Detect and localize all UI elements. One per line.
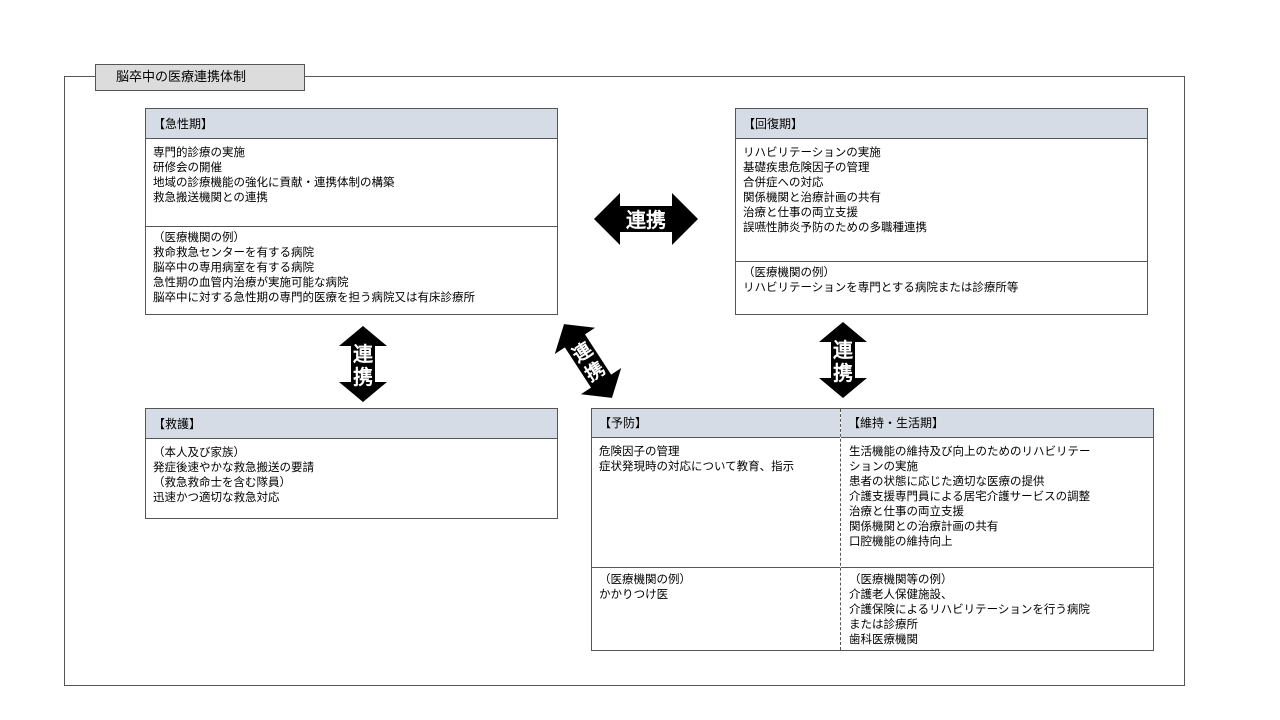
prevention-item: 症状発現時の対応について教育、指示 (599, 459, 795, 473)
acute-example: （医療機関の例） (153, 230, 245, 244)
recovery-example: リハビリテーションを専門とする病院または診療所等 (743, 280, 1019, 294)
acute-example: 急性期の血管内治療が実施可能な病院 (153, 275, 349, 289)
acute-item: 地域の診療機能の強化に貢献・連携体制の構築 (153, 175, 395, 189)
arrow-label: 連携 (626, 208, 666, 232)
maintenance-item: ションの実施 (849, 459, 918, 473)
prevention-examples: （医療機関の例） かかりつけ医 (592, 567, 840, 602)
maintenance-item: 患者の状態に応じた適切な医療の提供 (849, 474, 1045, 488)
arrow-label: 携 (833, 361, 853, 385)
acute-phase-header: 【急性期】 (146, 109, 557, 139)
acute-example: 脳卒中の専用病室を有する病院 (153, 260, 314, 274)
rescue-item: （救急救命士を含む隊員） (153, 475, 291, 489)
recovery-item: リハビリテーションの実施 (743, 145, 881, 159)
prevention-item: 危険因子の管理 (599, 444, 680, 458)
maintenance-example: 介護保険によるリハビリテーションを行う病院 (849, 602, 1090, 616)
double-arrow-icon (594, 193, 698, 245)
rescue-header: 【救護】 (146, 409, 557, 439)
prevention-example: かかりつけ医 (599, 587, 669, 601)
acute-example: 救命救急センターを有する病院 (153, 245, 314, 259)
arrow-label: 連 (353, 342, 374, 366)
prevention-header: 【予防】 (592, 409, 840, 438)
maintenance-example: 歯科医療機関 (849, 632, 918, 646)
arrow-label: 連 (833, 338, 854, 362)
recovery-phase-header: 【回復期】 (736, 109, 1147, 139)
acute-rescue-arrow: 連 携 (339, 326, 387, 402)
maintenance-item: 生活機能の維持及び向上のためのリハビリテー (849, 444, 1091, 458)
recovery-item: 関係機関と治療計画の共有 (743, 190, 881, 204)
acute-maintenance-arrow: 連 携 (554, 324, 622, 398)
acute-recovery-arrow: 連携 (594, 193, 698, 245)
prevention-maintenance-box: 【予防】 危険因子の管理 症状発現時の対応について教育、指示 （医療機関の例） … (591, 408, 1154, 651)
maintenance-example: または診療所 (849, 617, 918, 631)
recovery-item: 基礎疾患危険因子の管理 (743, 160, 870, 174)
double-arrow-icon (819, 322, 867, 398)
double-arrow-icon (339, 326, 387, 402)
rescue-item: （本人及び家族） (153, 445, 245, 459)
rescue-item: 発症後速やかな救急搬送の要請 (153, 460, 314, 474)
acute-example: 脳卒中に対する急性期の専門的医療を担う病院又は有床診療所 (153, 290, 475, 304)
maintenance-example: （医療機関等の例） (849, 572, 953, 586)
prevention-functions: 危険因子の管理 症状発現時の対応について教育、指示 (592, 438, 840, 567)
maintenance-functions: 生活機能の維持及び向上のためのリハビリテー ションの実施 患者の状態に応じた適切… (841, 438, 1153, 567)
acute-item: 研修会の開催 (153, 160, 222, 174)
acute-item: 専門的診療の実施 (153, 145, 245, 159)
recovery-item: 合併症への対応 (743, 175, 824, 189)
recovery-phase-examples: （医療機関の例） リハビリテーションを専門とする病院または診療所等 (736, 261, 1147, 295)
recovery-item: 誤嚥性肺炎予防のための多職種連携 (743, 220, 927, 234)
maintenance-item: 関係機関との治療計画の共有 (849, 519, 999, 533)
maintenance-item: 口腔機能の維持向上 (849, 534, 953, 548)
rescue-item: 迅速かつ適切な救急対応 (153, 490, 280, 504)
diagram-frame (64, 76, 1185, 686)
maintenance-header: 【維持・生活期】 (841, 409, 1153, 438)
rescue-items: （本人及び家族） 発症後速やかな救急搬送の要請 （救急救命士を含む隊員） 迅速か… (146, 439, 557, 505)
maintenance-column: 【維持・生活期】 生活機能の維持及び向上のためのリハビリテー ションの実施 患者… (840, 409, 1153, 650)
recovery-item: 治療と仕事の両立支援 (743, 205, 858, 219)
double-arrow-icon (554, 324, 622, 398)
recovery-example: （医療機関の例） (743, 265, 835, 279)
acute-phase-box: 【急性期】 専門的診療の実施 研修会の開催 地域の診療機能の強化に貢献・連携体制… (145, 108, 558, 315)
acute-item: 救急搬送機関との連携 (153, 190, 268, 204)
recovery-maintenance-arrow: 連 携 (819, 322, 867, 398)
prevention-example: （医療機関の例） (599, 572, 691, 586)
acute-phase-examples: （医療機関の例） 救命救急センターを有する病院 脳卒中の専用病室を有する病院 急… (146, 226, 557, 305)
maintenance-examples: （医療機関等の例） 介護老人保健施設、 介護保険によるリハビリテーションを行う病… (841, 567, 1153, 647)
maintenance-item: 治療と仕事の両立支援 (849, 504, 964, 518)
acute-phase-functions: 専門的診療の実施 研修会の開催 地域の診療機能の強化に貢献・連携体制の構築 救急… (146, 139, 557, 226)
maintenance-example: 介護老人保健施設、 (849, 587, 953, 601)
prevention-column: 【予防】 危険因子の管理 症状発現時の対応について教育、指示 （医療機関の例） … (592, 409, 840, 650)
arrow-label: 携 (353, 365, 373, 389)
rescue-box: 【救護】 （本人及び家族） 発症後速やかな救急搬送の要請 （救急救命士を含む隊員… (145, 408, 558, 519)
maintenance-item: 介護支援専門員による居宅介護サービスの調整 (849, 489, 1091, 503)
diagram-title: 脳卒中の医療連携体制 (95, 64, 305, 91)
recovery-phase-functions: リハビリテーションの実施 基礎疾患危険因子の管理 合併症への対応 関係機関と治療… (736, 139, 1147, 261)
recovery-phase-box: 【回復期】 リハビリテーションの実施 基礎疾患危険因子の管理 合併症への対応 関… (735, 108, 1148, 315)
